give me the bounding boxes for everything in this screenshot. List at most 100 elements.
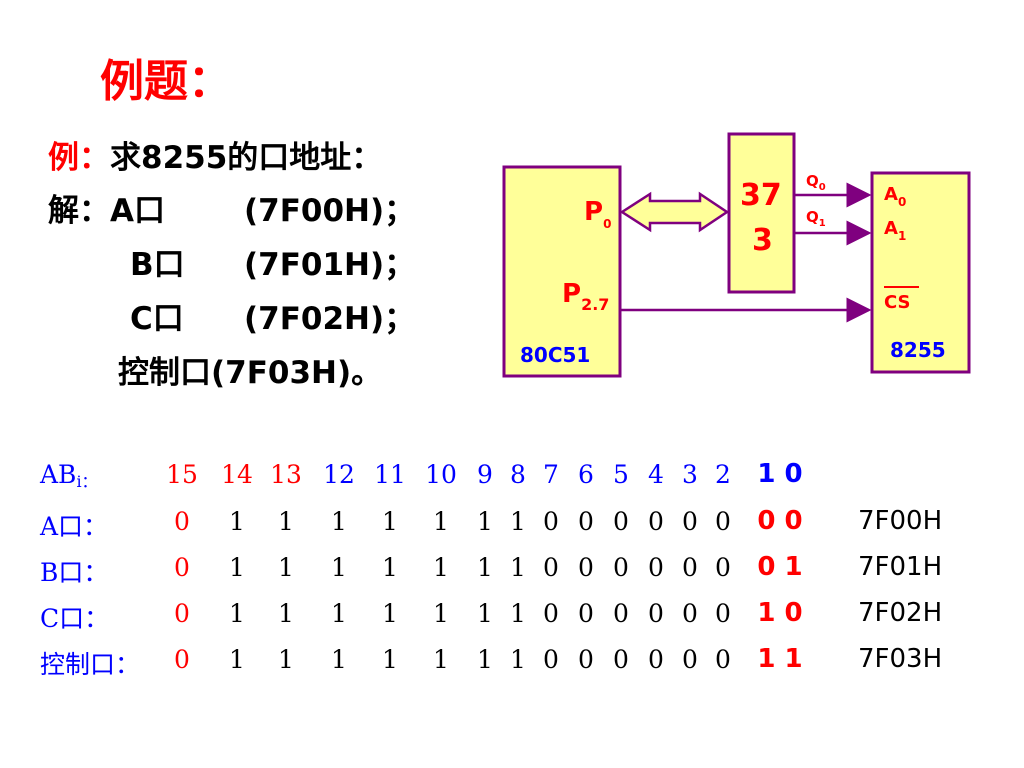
bit-cell: 1 (510, 553, 526, 582)
header-bit: 8 (510, 460, 526, 489)
example-label: 例： (48, 140, 110, 176)
latch-label-line1: 37 (740, 178, 782, 213)
hex-address-cell: 7F00H (858, 506, 943, 536)
data-bus-arrow (619, 191, 730, 233)
bit-cell: 1 (433, 507, 449, 536)
bit-cell: 0 (613, 599, 629, 628)
ppi-a0-label: A0 (884, 184, 906, 209)
bit-cell: 0 (682, 507, 698, 536)
bit-cell: 0 (174, 645, 190, 674)
bit-cell: 0 (715, 553, 731, 582)
bit-cell: 1 (477, 599, 493, 628)
bit-cell: 0 (613, 507, 629, 536)
latch-label-line2: 3 (752, 223, 773, 258)
bit-cell: 0 (613, 645, 629, 674)
bit-cell: 0 (543, 553, 559, 582)
bit-cell: 1 (331, 507, 347, 536)
bit-cell: 0 (578, 645, 594, 674)
port-a-name: A口 (110, 193, 165, 229)
header-bit: 9 (477, 460, 493, 489)
bit-cell: 0 (174, 507, 190, 536)
row-label: 控制口： (40, 650, 141, 679)
bit-cell: 1 (229, 553, 245, 582)
bit-cell: 1 (229, 599, 245, 628)
row-label: C口： (40, 604, 110, 633)
mcu-name: 80C51 (520, 343, 590, 367)
control-port-name: 控制口 (118, 355, 211, 391)
q1-label: Q1 (806, 208, 826, 229)
mcu-p27-label: P2.7 (562, 279, 609, 314)
bit-cell: 0 (648, 553, 664, 582)
low-bits-cell: 1 1 (757, 644, 803, 674)
bit-cell: 1 (433, 599, 449, 628)
header-bit: 3 (682, 460, 698, 489)
bit-cell: 1 (433, 553, 449, 582)
control-port-addr: (7F03H)。 (211, 355, 383, 391)
bit-cell: 0 (174, 553, 190, 582)
header-bit: 13 (270, 460, 302, 489)
bit-cell: 1 (510, 645, 526, 674)
row-label: A口： (40, 512, 109, 541)
header-bit: 2 (715, 460, 731, 489)
bit-cell: 0 (613, 553, 629, 582)
port-b-addr: (7F01H)； (244, 247, 416, 283)
ppi-a1-label: A1 (884, 218, 906, 243)
example-text: 求8255的口地址： (110, 140, 383, 176)
header-bit: 10 (425, 460, 457, 489)
q0-label: Q0 (806, 172, 826, 193)
bit-cell: 1 (433, 645, 449, 674)
bit-cell: 1 (382, 599, 398, 628)
bit-cell: 1 (382, 507, 398, 536)
bit-cell: 0 (682, 553, 698, 582)
page-title: 例题： (100, 56, 232, 107)
low-bits-cell: 0 0 (757, 506, 803, 536)
bit-cell: 1 (278, 553, 294, 582)
bit-cell: 1 (477, 507, 493, 536)
latch-373-box (727, 132, 796, 294)
bit-cell: 0 (715, 645, 731, 674)
ppi-name: 8255 (890, 338, 946, 362)
bit-cell: 1 (278, 599, 294, 628)
bit-cell: 0 (578, 553, 594, 582)
bit-cell: 0 (578, 599, 594, 628)
bit-cell: 0 (543, 645, 559, 674)
low-bits-cell: 1 0 (757, 598, 803, 628)
bit-cell: 0 (174, 599, 190, 628)
bit-cell: 1 (331, 599, 347, 628)
low-bits-cell: 0 1 (757, 552, 803, 582)
bit-cell: 1 (331, 553, 347, 582)
control-port-line: 控制口(7F03H)。 (118, 358, 382, 389)
bit-cell: 0 (648, 599, 664, 628)
bit-cell: 1 (477, 645, 493, 674)
hex-address-cell: 7F01H (858, 552, 943, 582)
bit-cell: 1 (229, 645, 245, 674)
port-a-addr: (7F00H)； (244, 193, 416, 229)
hex-address-cell: 7F02H (858, 598, 943, 628)
bit-cell: 1 (510, 599, 526, 628)
solution-line-a: 解：A口 (48, 196, 165, 227)
ppi-8255-box (870, 171, 971, 374)
mcu-80c51-box (502, 165, 622, 378)
header-bit: 7 (543, 460, 559, 489)
header-bit: 14 (221, 460, 253, 489)
row-label: B口： (40, 558, 109, 587)
bit-cell: 0 (543, 507, 559, 536)
header-bit: 12 (323, 460, 355, 489)
bit-cell: 0 (715, 507, 731, 536)
bit-cell: 0 (715, 599, 731, 628)
solution-label: 解： (48, 193, 110, 229)
ppi-cs-label: CS (884, 292, 911, 313)
header-bit: 5 (613, 460, 629, 489)
bit-cell: 0 (682, 599, 698, 628)
header-label: ABi： (40, 460, 98, 491)
bit-cell: 1 (278, 645, 294, 674)
bit-cell: 0 (648, 507, 664, 536)
bit-cell: 0 (648, 645, 664, 674)
bit-cell: 1 (229, 507, 245, 536)
bit-cell: 0 (578, 507, 594, 536)
header-bit: 11 (374, 460, 406, 489)
header-bit: 6 (578, 460, 594, 489)
bit-cell: 0 (682, 645, 698, 674)
bit-cell: 1 (382, 645, 398, 674)
